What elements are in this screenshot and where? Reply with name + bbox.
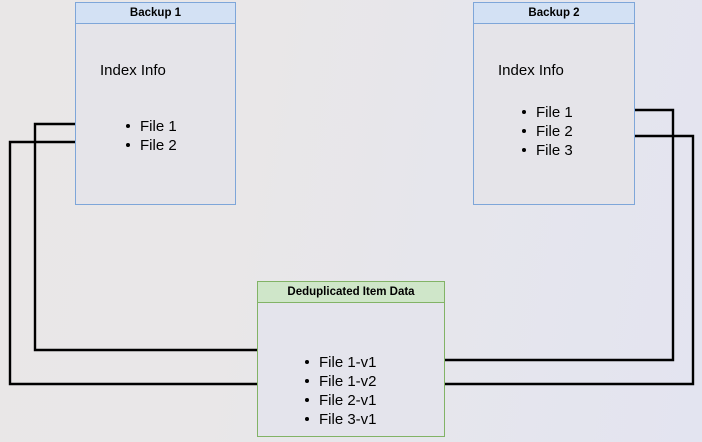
edge-backup1-file2-to-dedup-file2v1 [8,140,298,388]
list-item-label: File 2 [536,123,573,140]
list-item-label: File 1-v1 [319,354,377,371]
dedup-file-list: File 1-v1 File 1-v2 File 2-v1 File 3-v1 [305,353,377,429]
backup-1-index-info-label: Index Info [100,62,166,79]
bullet-icon [126,143,130,147]
backup-2-index-info-label: Index Info [498,62,564,79]
list-item-label: File 2-v1 [319,392,377,409]
bullet-icon [522,148,526,152]
list-item-label: File 3-v1 [319,411,377,428]
bullet-icon [305,398,309,402]
node-backup-2-title: Backup 2 [474,3,634,24]
bullet-icon [305,360,309,364]
bullet-icon [305,379,309,383]
list-item[interactable]: File 1-v2 [305,372,377,391]
backup-2-file-list: File 1 File 2 File 3 [522,103,573,160]
node-backup-1[interactable]: Backup 1 Index Info File 1 File 2 [75,2,236,205]
list-item[interactable]: File 1-v1 [305,353,377,372]
bullet-icon [305,417,309,421]
list-item-label: File 2 [140,137,177,154]
list-item[interactable]: File 3-v1 [305,410,377,429]
edge-backup2-file2-to-dedup-file2v1 [391,134,695,388]
list-item-label: File 3 [536,142,573,159]
list-item[interactable]: File 2 [126,136,177,155]
node-deduplicated-item-data-body: File 1-v1 File 1-v2 File 2-v1 File 3-v1 [258,303,444,436]
backup-1-file-list: File 1 File 2 [126,117,177,155]
list-item[interactable]: File 1 [126,117,177,136]
list-item[interactable]: File 2-v1 [305,391,377,410]
node-backup-1-title: Backup 1 [76,3,235,24]
node-backup-2-body: Index Info File 1 File 2 File 3 [474,24,634,204]
list-item[interactable]: File 1 [522,103,573,122]
bullet-icon [126,124,130,128]
list-item-label: File 1 [140,118,177,135]
node-backup-2[interactable]: Backup 2 Index Info File 1 File 2 File 3 [473,2,635,205]
node-backup-1-body: Index Info File 1 File 2 [76,24,235,204]
bullet-icon [522,129,526,133]
bullet-icon [522,110,526,114]
list-item[interactable]: File 2 [522,122,573,141]
node-deduplicated-item-data-title: Deduplicated Item Data [258,282,444,303]
list-item-label: File 1-v2 [319,373,377,390]
list-item-label: File 1 [536,104,573,121]
list-item[interactable]: File 3 [522,141,573,160]
node-deduplicated-item-data[interactable]: Deduplicated Item Data File 1-v1 File 1-… [257,281,445,437]
